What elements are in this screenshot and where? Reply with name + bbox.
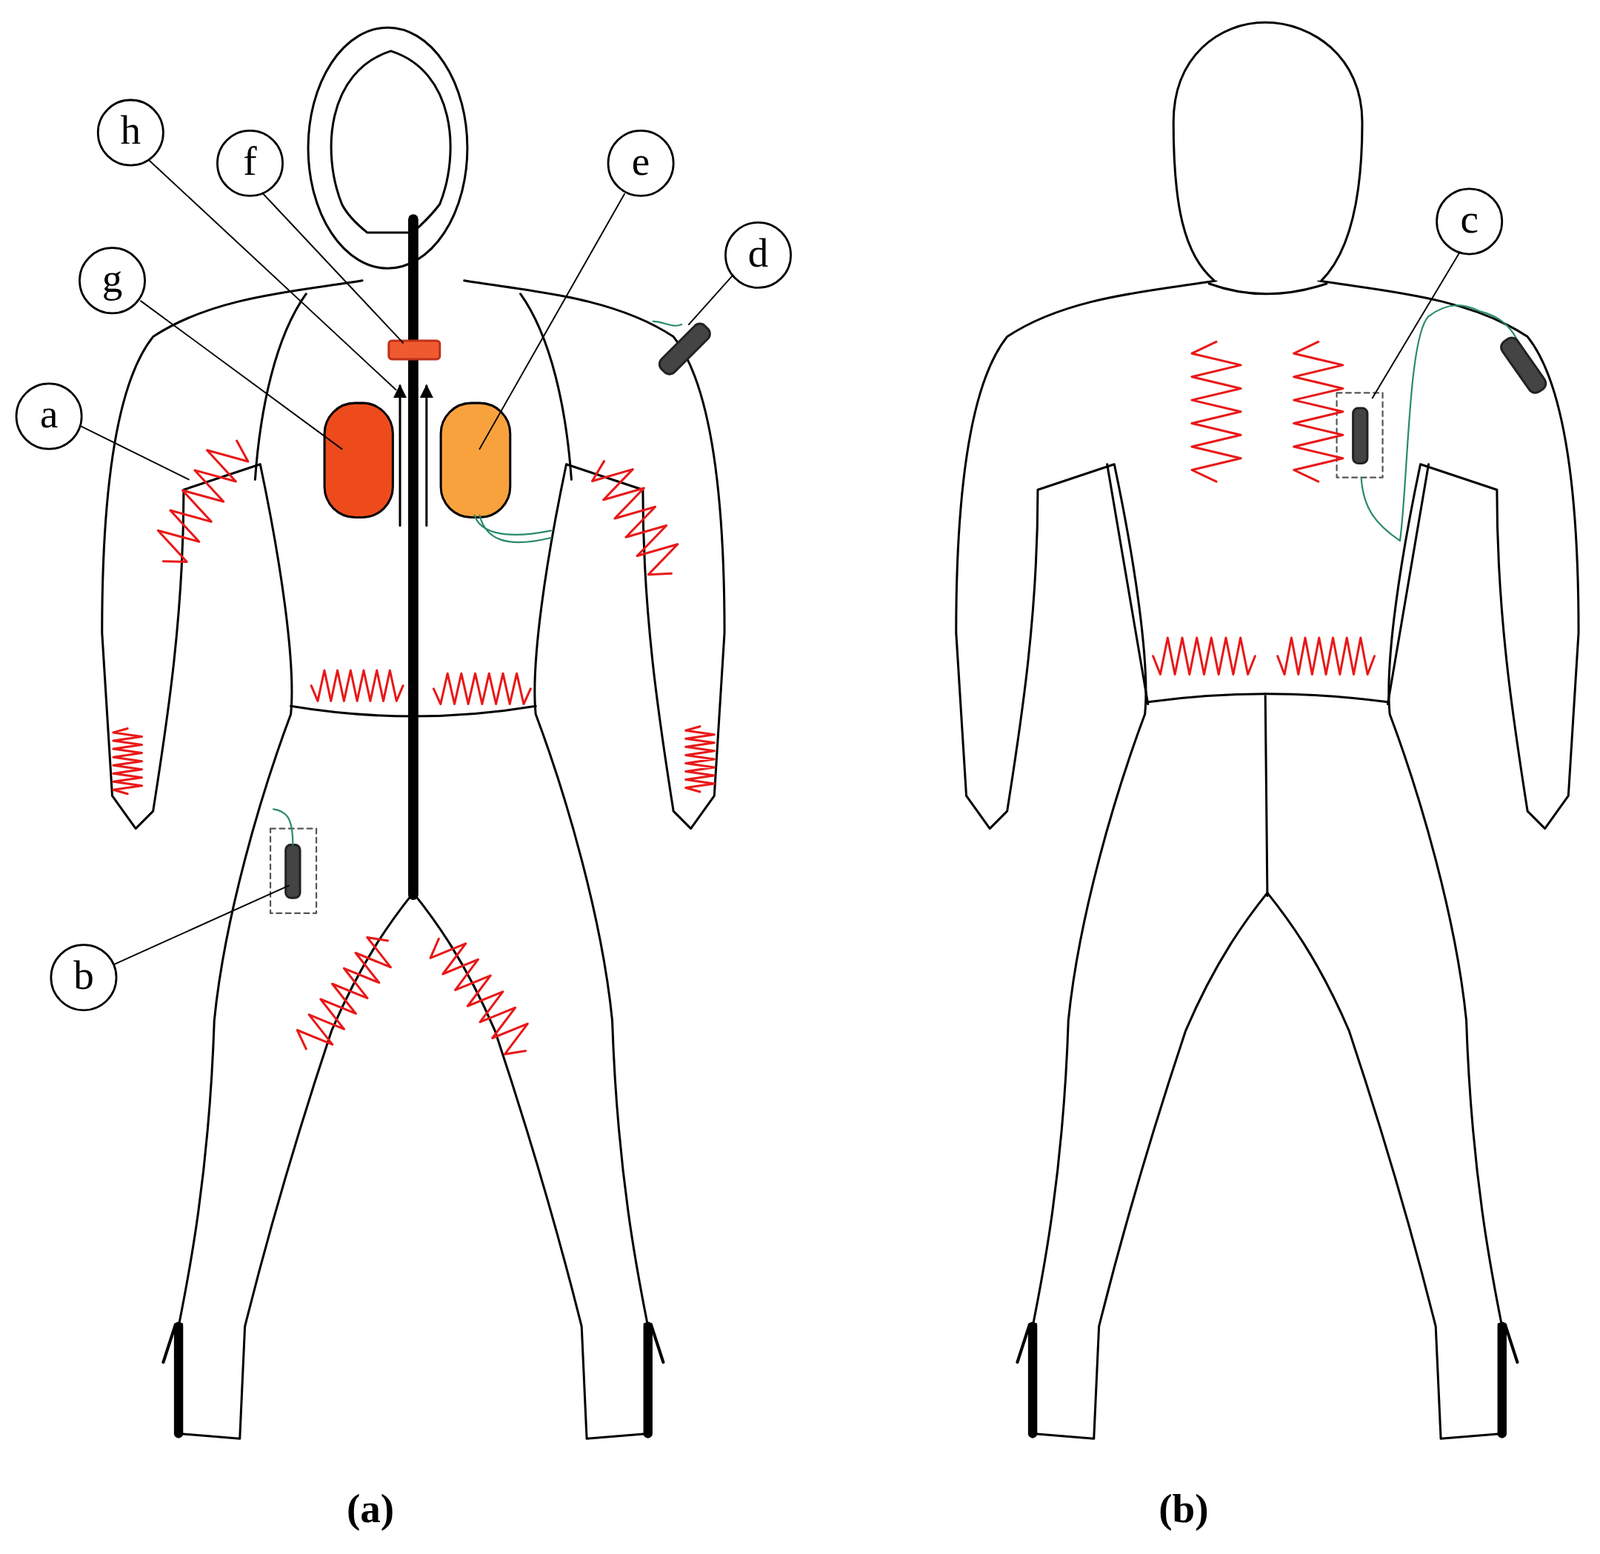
conductor-h [398, 385, 401, 526]
heating-wire [1191, 341, 1241, 482]
callout-letter: b [62, 946, 104, 1009]
wire [273, 808, 293, 845]
back-seam [1148, 694, 1389, 897]
heating-wire [297, 937, 391, 1050]
heating-wire [113, 728, 143, 795]
callout-circle: g [78, 246, 146, 315]
side-seam [1107, 464, 1429, 705]
heating-pad-e [440, 402, 511, 518]
wire [474, 515, 552, 543]
leader-lines [81, 160, 1460, 965]
callout-letter: f [233, 132, 268, 195]
battery-d [1498, 334, 1549, 396]
callout-letter: h [110, 102, 152, 164]
callout-circle: c [1435, 187, 1503, 255]
panel-caption: (a) [346, 1484, 395, 1533]
back-head [1173, 22, 1363, 281]
controller-b [285, 845, 300, 899]
heating-wire [311, 670, 403, 701]
conductor-h [425, 385, 428, 526]
heating-wire [1277, 637, 1375, 675]
callout-circle: f [216, 129, 284, 198]
wire [1361, 305, 1521, 541]
boot-cuff [178, 1326, 649, 1435]
sensor-f [388, 340, 440, 360]
boot-cuff-tab [162, 1324, 663, 1363]
controller-c [1353, 408, 1368, 463]
boot-cuff-tab [1017, 1324, 1518, 1363]
wire [653, 321, 683, 326]
callout-letter: a [29, 385, 69, 448]
callout-letter: d [737, 224, 779, 286]
panel-caption: (b) [1158, 1484, 1209, 1533]
callout-circle: a [15, 382, 83, 451]
boot-cuff [1032, 1326, 1503, 1435]
callout-circle: h [97, 99, 165, 167]
heating-wire [685, 726, 715, 792]
heating-wire [1153, 637, 1256, 675]
hood [308, 27, 468, 269]
heating-wire [430, 938, 528, 1055]
callout-letter: g [91, 249, 133, 312]
battery-d [656, 320, 713, 378]
callout-circle: e [607, 129, 675, 198]
callout-letter: e [621, 132, 660, 195]
face-opening [331, 51, 451, 233]
heating-wire [592, 461, 678, 575]
heating-wire [433, 673, 531, 704]
heating-elements [113, 341, 1375, 1055]
zipper [408, 219, 419, 895]
callout-letter: c [1450, 191, 1489, 253]
callout-circle: b [49, 943, 118, 1012]
heating-pad-g [324, 402, 393, 518]
neck-seam [1208, 283, 1326, 295]
callout-circle: d [724, 221, 792, 289]
back-body [956, 280, 1579, 1440]
heating-wire [157, 440, 248, 562]
heating-wire [1294, 341, 1343, 482]
